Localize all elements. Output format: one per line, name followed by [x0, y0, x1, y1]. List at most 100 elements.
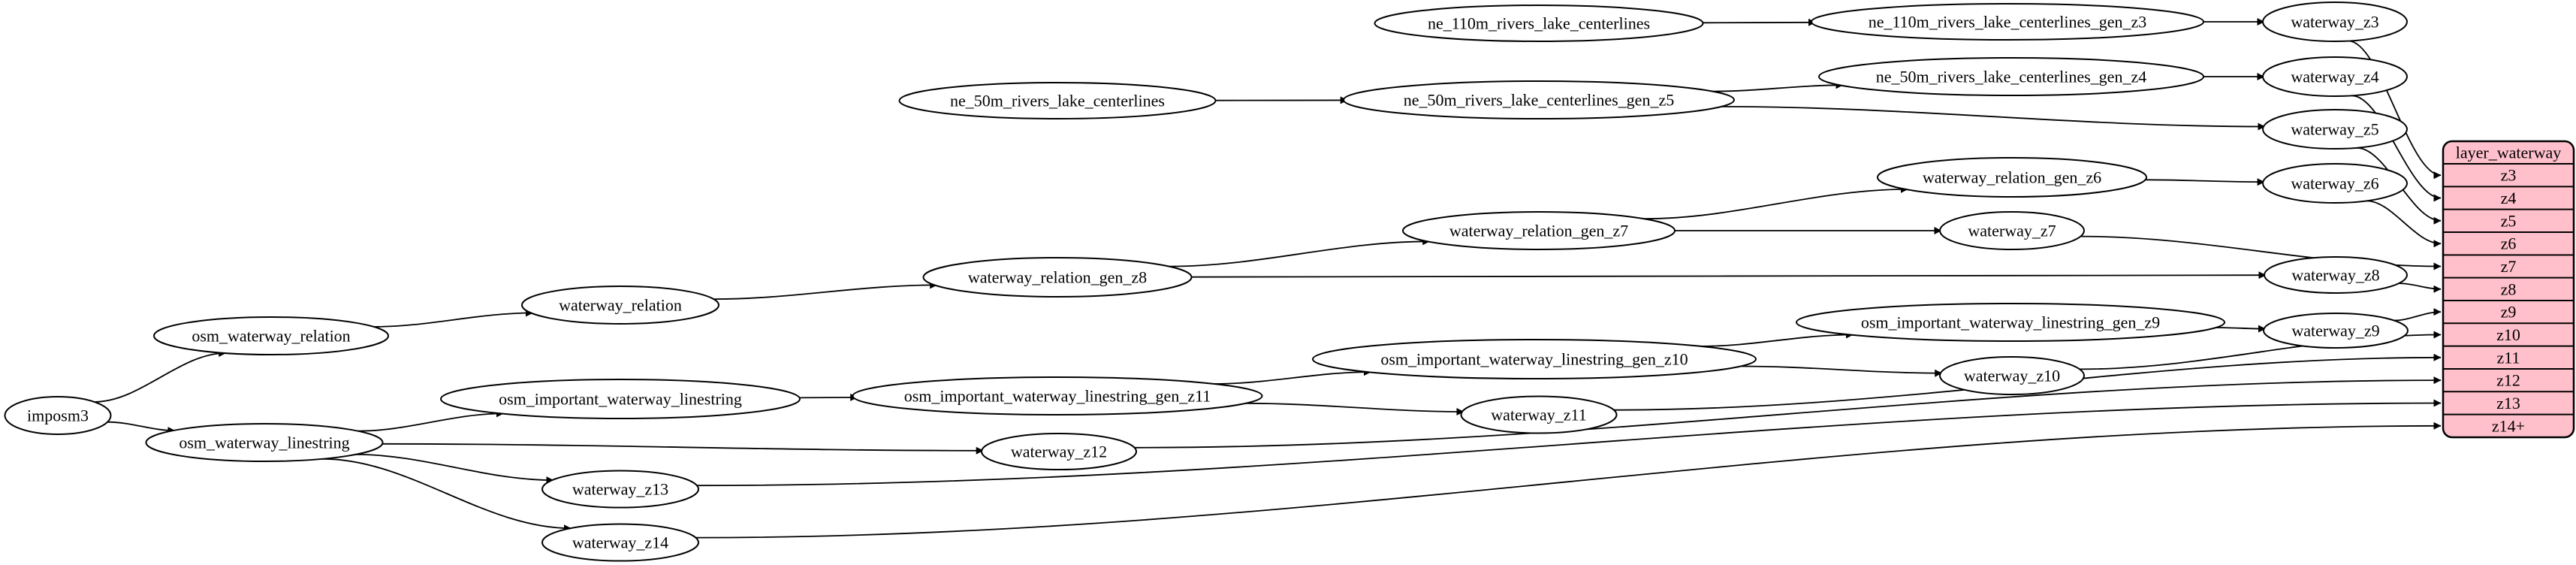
node-ellipse-osm_important_waterway_linestring_gen_z10: [1312, 339, 1757, 379]
table-layer: layer_waterwayz3z4z5z6z7z8z9z10z11z12z13…: [2442, 140, 2575, 439]
node-ellipse-ne_50m_rivers_lake_centerlines: [898, 82, 1217, 119]
node-ellipse-ne_50m_rivers_lake_centerlines_gen_z5: [1343, 80, 1735, 119]
node-label-osm_important_waterway_linestring_gen_z11: osm_important_waterway_linestring_gen_z1…: [904, 387, 1211, 406]
table-row-z9: z9: [2501, 303, 2517, 322]
edge-ne_50m_rivers_lake_centerlines_gen_z5-to-waterway_z5: [1721, 106, 2266, 131]
node-label-waterway_z14: waterway_z14: [572, 533, 668, 552]
node-ellipse-waterway_z10: [1939, 356, 2085, 395]
edge-waterway_relation-to-waterway_relation_gen_z8: [713, 281, 938, 300]
node-waterway_relation_gen_z7: waterway_relation_gen_z7: [1402, 211, 1676, 250]
node-waterway_z13: waterway_z13: [541, 470, 699, 509]
node-osm_important_waterway_linestring_gen_z11: osm_important_waterway_linestring_gen_z1…: [852, 376, 1263, 415]
node-ellipse-osm_waterway_linestring: [145, 423, 384, 462]
node-label-osm_waterway_relation: osm_waterway_relation: [192, 327, 350, 346]
node-ellipse-waterway_z9: [2263, 313, 2409, 349]
edge-osm_waterway_linestring-to-waterway_z14: [322, 458, 572, 533]
edge-waterway_relation_gen_z8-to-waterway_relation_gen_z7: [1169, 237, 1431, 267]
node-label-ne_110m_rivers_lake_centerlines: ne_110m_rivers_lake_centerlines: [1428, 14, 1650, 33]
node-label-ne_110m_rivers_lake_centerlines_gen_z3: ne_110m_rivers_lake_centerlines_gen_z3: [1869, 13, 2147, 32]
node-ellipse-waterway_z14: [541, 523, 699, 562]
edge-waterway_z13-to-layer_waterway-z13: [696, 399, 2442, 487]
table-row-z4: z4: [2501, 189, 2517, 207]
edge-osm_important_waterway_linestring_gen_z9-to-waterway_z9: [2216, 325, 2266, 333]
node-ellipse-waterway_z6: [2262, 163, 2408, 204]
node-label-waterway_z6: waterway_z6: [2291, 174, 2378, 193]
edge-osm_waterway_linestring-to-waterway_z13: [355, 454, 554, 485]
node-waterway_z12: waterway_z12: [981, 433, 1137, 470]
node-waterway_z11: waterway_z11: [1460, 395, 1618, 434]
table-row-z12: z12: [2496, 371, 2520, 390]
node-label-osm_waterway_linestring: osm_waterway_linestring: [179, 434, 349, 452]
node-label-waterway_z11: waterway_z11: [1491, 406, 1586, 425]
edge-waterway_z4-to-layer_waterway-z4: [2351, 95, 2442, 202]
node-osm_important_waterway_linestring: osm_important_waterway_linestring: [440, 379, 801, 419]
edges-layer: [94, 18, 2442, 539]
node-waterway_z9: waterway_z9: [2263, 313, 2409, 349]
edge-waterway_relation_gen_z7-to-waterway_relation_gen_z6: [1644, 185, 1908, 220]
node-label-waterway_z9: waterway_z9: [2291, 322, 2379, 340]
node-label-osm_important_waterway_linestring_gen_z10: osm_important_waterway_linestring_gen_z1…: [1380, 350, 1688, 369]
edge-osm_waterway_relation-to-waterway_relation: [373, 309, 533, 328]
edge-osm_important_waterway_linestring_gen_z11-to-osm_important_waterway_linestring_gen_z10: [1214, 368, 1371, 385]
node-ellipse-ne_50m_rivers_lake_centerlines_gen_z4: [1818, 57, 2204, 96]
node-ne_50m_rivers_lake_centerlines: ne_50m_rivers_lake_centerlines: [898, 82, 1217, 119]
nodes-layer: imposm3 osm_waterway_relation osm_waterway…: [4, 2, 2409, 562]
node-label-waterway_relation_gen_z8: waterway_relation_gen_z8: [968, 268, 1147, 287]
node-label-imposm3: imposm3: [27, 406, 89, 425]
node-label-waterway_relation: waterway_relation: [559, 296, 682, 315]
node-waterway_relation_gen_z8: waterway_relation_gen_z8: [922, 257, 1193, 298]
node-waterway_z14: waterway_z14: [541, 523, 699, 562]
node-ellipse-waterway_z5: [2262, 109, 2408, 150]
node-ellipse-waterway_z3: [2262, 2, 2408, 42]
node-label-osm_important_waterway_linestring: osm_important_waterway_linestring: [499, 390, 742, 409]
table-background: [2442, 140, 2575, 439]
node-osm_important_waterway_linestring_gen_z10: osm_important_waterway_linestring_gen_z1…: [1312, 339, 1757, 379]
node-ellipse-waterway_z8: [2264, 256, 2408, 294]
node-ellipse-waterway_z4: [2262, 56, 2408, 97]
node-waterway_relation_gen_z6: waterway_relation_gen_z6: [1877, 157, 2147, 198]
node-osm_waterway_linestring: osm_waterway_linestring: [145, 423, 384, 462]
node-waterway_z7: waterway_z7: [1939, 211, 2085, 250]
node-ellipse-waterway_z7: [1939, 211, 2085, 250]
table-row-z14+: z14+: [2492, 416, 2525, 435]
node-waterway_z4: waterway_z4: [2262, 56, 2408, 97]
edge-osm_waterway_linestring-to-osm_important_waterway_linestring: [357, 409, 504, 432]
node-label-waterway_z7: waterway_z7: [1968, 222, 2056, 240]
node-ellipse-waterway_relation_gen_z8: [922, 257, 1193, 298]
node-waterway_z3: waterway_z3: [2262, 2, 2408, 42]
node-label-waterway_relation_gen_z6: waterway_relation_gen_z6: [1923, 168, 2101, 187]
node-ellipse-waterway_relation_gen_z6: [1877, 157, 2147, 198]
node-ellipse-osm_waterway_relation: [153, 316, 389, 355]
edge-ne_50m_rivers_lake_centerlines_gen_z5-to-ne_50m_rivers_lake_centerlines_gen_z4: [1712, 81, 1844, 92]
node-osm_waterway_relation: osm_waterway_relation: [153, 316, 389, 355]
table-row-z5: z5: [2501, 211, 2517, 230]
node-label-waterway_z5: waterway_z5: [2291, 120, 2378, 139]
node-ne_110m_rivers_lake_centerlines: ne_110m_rivers_lake_centerlines: [1374, 5, 1704, 42]
node-ellipse-imposm3: [4, 396, 112, 435]
edge-waterway_z14-to-layer_waterway-z14+: [695, 421, 2442, 539]
node-waterway_z5: waterway_z5: [2262, 109, 2408, 150]
node-label-ne_50m_rivers_lake_centerlines_gen_z5: ne_50m_rivers_lake_centerlines_gen_z5: [1404, 91, 1674, 110]
table-title: layer_waterway: [2456, 144, 2561, 162]
edge-waterway_z8-to-layer_waterway-z8: [2399, 282, 2442, 293]
node-ne_50m_rivers_lake_centerlines_gen_z4: ne_50m_rivers_lake_centerlines_gen_z4: [1818, 57, 2204, 96]
node-ellipse-osm_important_waterway_linestring: [440, 379, 801, 419]
node-ellipse-osm_important_waterway_linestring_gen_z9: [1796, 303, 2225, 342]
table-row-z10: z10: [2496, 325, 2520, 344]
node-label-ne_50m_rivers_lake_centerlines_gen_z4: ne_50m_rivers_lake_centerlines_gen_z4: [1876, 68, 2146, 86]
node-ellipse-ne_110m_rivers_lake_centerlines: [1374, 5, 1704, 42]
edge-waterway_z9-to-layer_waterway-z9: [2394, 308, 2442, 322]
edge-waterway_relation_gen_z6-to-waterway_z6: [2145, 178, 2265, 186]
edge-waterway_z6-to-layer_waterway-z6: [2366, 200, 2442, 248]
edge-osm_important_waterway_linestring_gen_z10-to-waterway_z10: [1740, 365, 1943, 377]
node-ellipse-ne_110m_rivers_lake_centerlines_gen_z3: [1811, 3, 2204, 41]
table-row-z3: z3: [2501, 166, 2517, 185]
node-ellipse-waterway_z12: [981, 433, 1137, 470]
node-waterway_z8: waterway_z8: [2264, 256, 2408, 294]
node-imposm3: imposm3: [4, 396, 112, 435]
node-label-osm_important_waterway_linestring_gen_z9: osm_important_waterway_linestring_gen_z9: [1861, 313, 2160, 332]
node-label-ne_50m_rivers_lake_centerlines: ne_50m_rivers_lake_centerlines: [950, 92, 1165, 110]
edge-waterway_z3-to-layer_waterway-z3: [2348, 40, 2442, 180]
